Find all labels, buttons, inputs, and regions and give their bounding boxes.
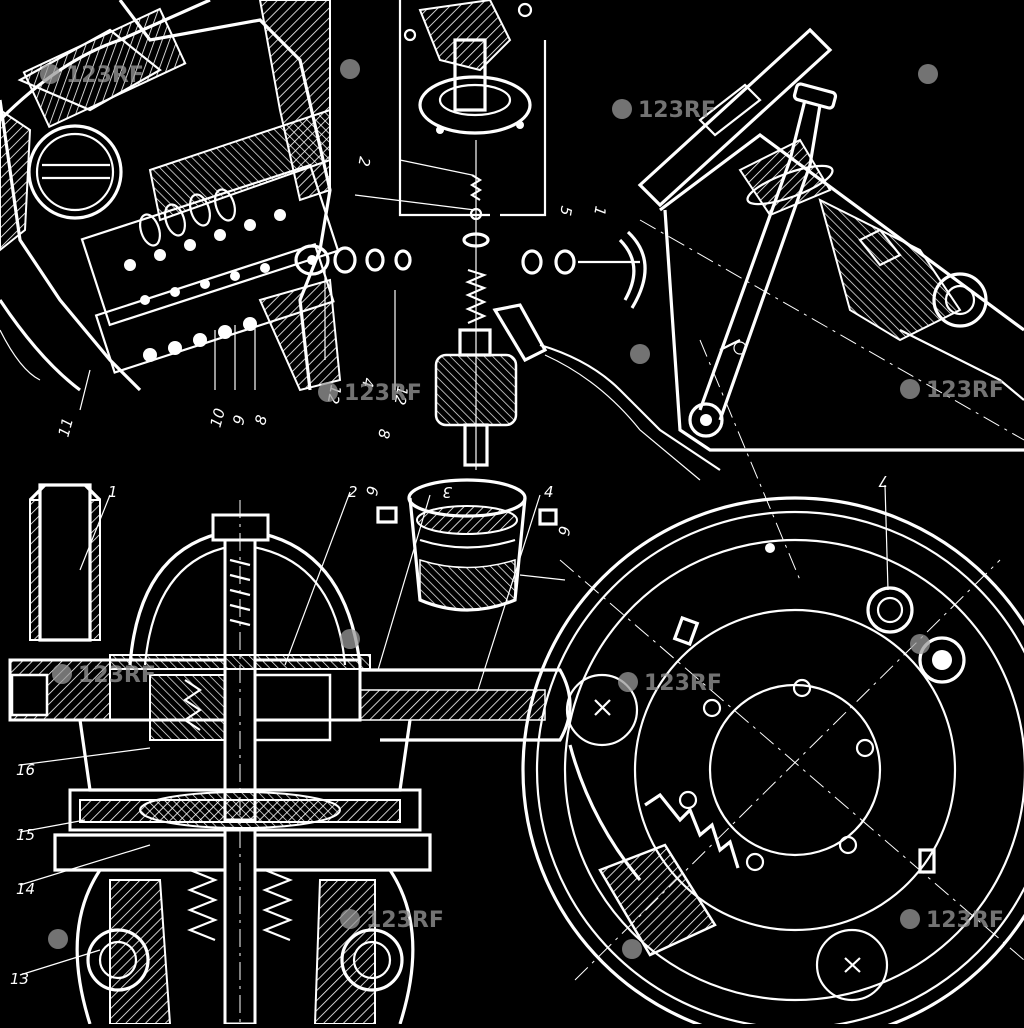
watermark-text: 123RF [344,381,422,406]
camera-icon [630,344,650,364]
camera-icon [622,939,642,959]
watermark-logo [910,634,930,654]
callout-12b: 12 [391,384,412,406]
watermark-logo: 123RF [900,378,1004,403]
callout-16: 16 [16,761,35,779]
callout-11: 11 [55,416,77,439]
watermark-logo: 123RF [52,663,156,688]
watermark-logo: 123RF [618,671,722,696]
camera-icon [40,64,60,84]
watermark-text: 123RF [66,63,144,88]
callout-3: 3 [442,483,452,501]
callout-2: 2 [348,483,358,501]
watermark-text: 123RF [926,908,1004,933]
camera-icon [340,629,360,649]
watermark-logo: 123RF [340,908,444,933]
watermark-text: 123RF [926,378,1004,403]
watermark-logo [622,939,642,959]
lever-mechanism-drawing [637,27,1024,581]
callout-8: 8 [374,427,393,440]
callout-8b: 8 [251,413,271,427]
callout-4t: 4 [358,376,377,389]
watermark-logo [340,59,360,79]
callout-4: 4 [544,483,554,501]
brake-drum-drawing [521,484,1024,1028]
watermark-logo: 123RF [40,63,144,88]
callout-1t: 1 [590,204,609,217]
callout-6b: 6 [554,524,573,537]
watermarks: 123RF 123RF 123RF 123RF 123RF [40,59,1004,959]
watermark-logo [340,629,360,649]
watermark-text: 123RF [366,908,444,933]
camera-icon [52,664,72,684]
fuel-pump-section-drawing [8,483,572,1026]
callout-15: 15 [16,826,35,844]
exploded-pump-drawing [333,0,721,612]
camera-icon [318,382,338,402]
engine-section-drawing [0,0,342,411]
callout-9: 9 [229,413,249,427]
callout-1: 1 [108,483,118,501]
callout-7: 7 [878,472,888,490]
callout-2b: 2 [354,155,373,168]
watermark-text: 123RF [638,98,716,123]
watermark-text: 123RF [78,663,156,688]
watermark-text: 123RF [644,671,722,696]
callout-14: 14 [16,880,35,898]
camera-icon [918,64,938,84]
callout-10: 10 [207,406,229,429]
camera-icon [612,99,632,119]
camera-icon [340,909,360,929]
camera-icon [900,909,920,929]
callout-13: 13 [10,970,29,988]
camera-icon [618,672,638,692]
watermark-logo [918,64,938,84]
callout-5: 5 [556,204,575,217]
watermark-logo: 123RF [318,381,422,406]
watermark-logo [48,929,68,949]
camera-icon [900,379,920,399]
watermark-logo: 123RF [900,908,1004,933]
watermark-logo [630,344,650,364]
camera-icon [48,929,68,949]
watermark-logo: 123RF [612,98,716,123]
callout-6: 6 [362,484,381,497]
camera-icon [910,634,930,654]
camera-icon [340,59,360,79]
